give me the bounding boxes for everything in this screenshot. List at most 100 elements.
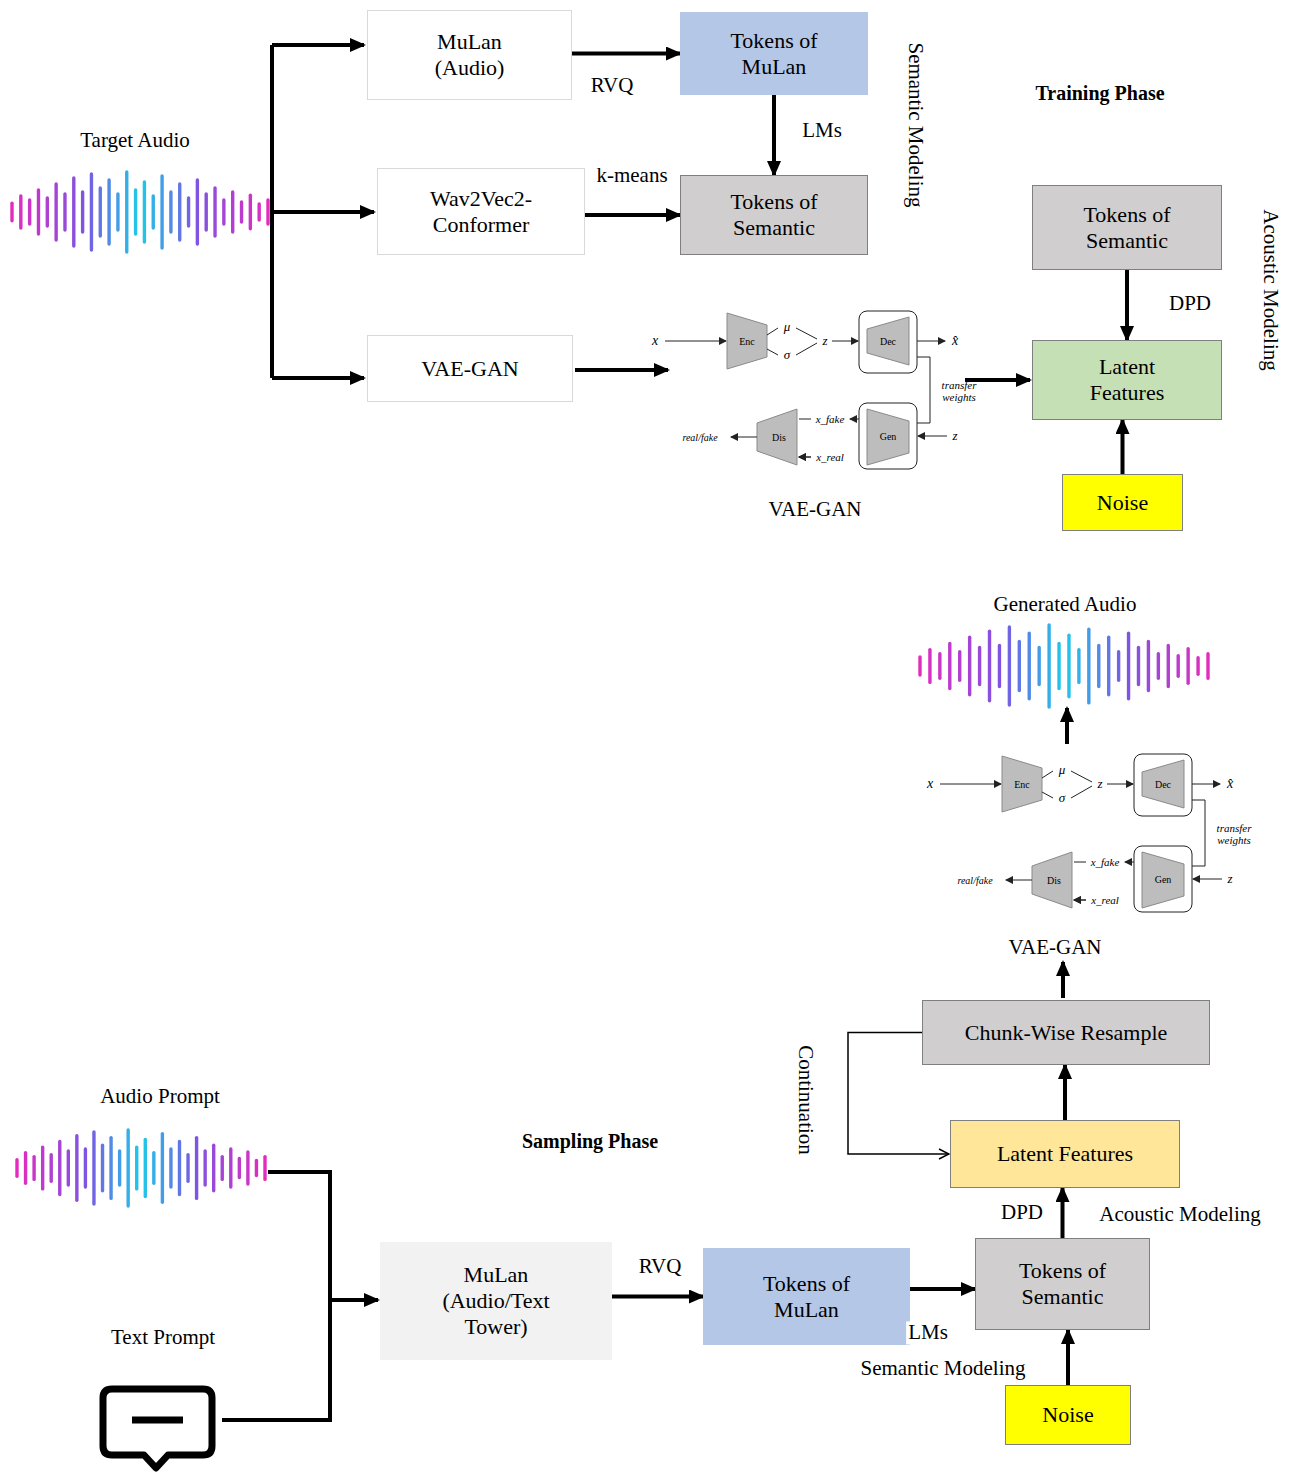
edge-label: LMs [800,119,844,142]
vertical-label: Semantic Modeling [903,40,926,209]
illustration-label: Dec [880,336,896,347]
decoder-frame [1134,754,1192,816]
waveform-bar [118,1151,121,1185]
illustration-label: Gen [1155,874,1172,885]
output-arrow [1192,784,1220,785]
process-box: Tokens of MuLan [703,1248,910,1345]
waveform-bar [1018,641,1021,690]
flow-arrow [772,95,776,175]
illustration-label: Dis [1047,875,1061,886]
discriminator-input [799,457,811,458]
waveform-bar [1196,658,1199,674]
illustration-label: z [952,429,957,443]
waveform-bar [63,194,66,230]
waveform-bar [1107,637,1110,694]
illustration-label: μ [1059,763,1066,777]
illustration-label: x_real [816,451,844,463]
waveform-bar [19,196,22,228]
waveform-bar [203,1151,206,1185]
waveform-bar [126,1130,129,1206]
box-text: MuLan (Audio/Text Tower) [431,1262,561,1340]
waveform-bar [948,643,951,688]
waveform-bar [205,194,208,230]
illustration-label: x̂ [1227,776,1233,791]
text-label: Audio Prompt [98,1085,222,1108]
vertical-label: Acoustic Modeling [1258,207,1281,373]
illustration-label: real/fake [682,432,717,443]
waveform-bar [1037,648,1040,685]
waveform-bar [161,1134,164,1202]
illustration-label: real/fake [957,875,992,886]
illustration-label: x_fake [1091,856,1120,868]
process-box: Latent Features [950,1120,1180,1188]
text-prompt-icon [103,1389,212,1468]
waveform-bar [1077,650,1080,683]
waveform-bar [135,1147,138,1189]
waveform-bar [28,200,31,224]
illustration-label: x [927,776,933,791]
discriminator-output [1006,880,1032,881]
vertical-label: Continuation [793,1043,816,1157]
flow-arrow [575,368,668,372]
waveform-bar [24,1153,27,1183]
waveform-bar [125,172,128,252]
waveform-bar [187,198,190,226]
box-text-group: Tokens of MuLan [747,1271,867,1323]
box-text-group: Noise [1097,490,1148,516]
process-box: Tokens of Semantic [1032,185,1222,270]
box-text: Noise [1097,490,1148,516]
box-text-group: Tokens of Semantic [1067,202,1187,254]
waveform-bar [988,631,991,701]
box-text-group: VAE-GAN [421,356,518,382]
branch-arrow [272,210,374,214]
flow-arrow [330,1298,378,1302]
waveform-bar [231,192,234,232]
generator-output [850,419,859,420]
waveform-bar [46,198,49,226]
waveform-bar [169,192,172,232]
waveform-bar [257,204,260,220]
text-label: Semantic Modeling [858,1357,1027,1380]
transfer-line [917,357,930,423]
waveform-bar [41,1147,44,1189]
waveform-bar [152,1153,155,1183]
process-box: Noise [1062,474,1183,531]
process-box: Tokens of Semantic [975,1238,1150,1330]
waveform-bar [160,176,163,248]
edge-label: LMs [906,1321,950,1344]
process-box: Tokens of MuLan [680,12,868,95]
process-box: Noise [1005,1385,1131,1445]
text-label: Text Prompt [109,1326,217,1349]
speech-line [132,1417,183,1424]
box-text-group: Latent Features [1067,354,1187,406]
text-label: VAE-GAN [1007,936,1104,959]
text-label: Target Audio [78,129,192,152]
waveform-bar [1167,646,1170,687]
illustration-label: z [1097,777,1102,791]
illustration-label: transfer weights [933,379,985,403]
box-text: Latent Features [997,1141,1133,1167]
text-label: Training Phase [1033,82,1166,104]
waveform-bar [238,1159,241,1178]
waveform-bar [221,1157,224,1180]
waveform-bar [54,184,57,240]
box-text: Tokens of MuLan [714,28,834,80]
waveform-bar [169,1149,172,1187]
generator-output [1125,862,1134,863]
waveform-bar [92,1132,95,1204]
transfer-line [1192,800,1205,866]
waveform-bar [99,188,102,236]
latent-arrow [832,341,858,342]
illustration-label: σ [784,348,790,362]
box-text: Tokens of Semantic [1067,202,1187,254]
flow-arrow [1061,1188,1065,1238]
waveform-bar [240,202,243,222]
illustration-label: x [652,333,658,348]
waveform-bar [1097,646,1100,687]
waveform-bar [928,650,931,683]
branch-arrow [272,376,364,380]
vae-gan-illustration [940,754,1222,912]
box-text: Chunk-Wise Resample [965,1020,1168,1046]
box-text-group: Wav2Vec2- Conformer [406,186,556,238]
waveform-bar [72,178,75,246]
